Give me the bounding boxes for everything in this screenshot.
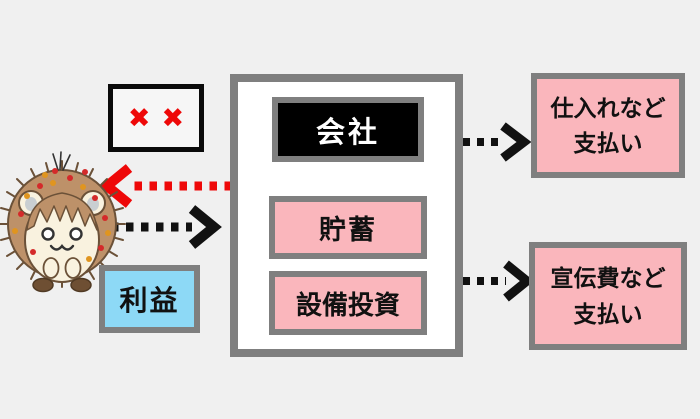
hedgehog-fur-dots (12, 168, 111, 262)
hedgehog-bangs (26, 192, 98, 231)
company-box: 会社 (272, 97, 424, 162)
investment-label: 設備投資 (295, 289, 400, 320)
cross-marks-icon: ✖✖ (127, 102, 196, 133)
purchase-payment-box: 仕入れなど 支払い (531, 73, 685, 178)
savings-label: 貯蓄 (319, 215, 377, 245)
hedgehog-mouth (49, 244, 75, 251)
crossed-out-box: ✖✖ (108, 84, 204, 152)
savings-box: 貯蓄 (269, 196, 427, 259)
advertising-payment-line1: 宣伝費など (550, 265, 666, 292)
arrow-to-purchase-icon (463, 122, 532, 162)
hedgehog-paws (42, 257, 82, 279)
company-label: 会社 (315, 116, 380, 149)
hedgehog-antenna-hairs (52, 151, 71, 171)
advertising-payment-line2: 支払い (573, 300, 643, 327)
profit-box: 利益 (99, 265, 200, 333)
purchase-payment-line2: 支払い (573, 130, 643, 156)
black-dotted-arrow-right-icon (111, 205, 222, 249)
purchase-payment-line1: 仕入れなど (550, 94, 666, 121)
red-dotted-arrow-left-icon (99, 164, 232, 208)
hedgehog-eyes (41, 227, 83, 241)
arrow-to-advertising-icon (463, 260, 535, 302)
profit-label: 利益 (119, 285, 180, 316)
hedgehog-feet (32, 277, 92, 293)
investment-box: 設備投資 (269, 271, 427, 335)
hedgehog-character-icon (0, 151, 126, 293)
advertising-payment-box: 宣伝費など 支払い (529, 242, 687, 350)
